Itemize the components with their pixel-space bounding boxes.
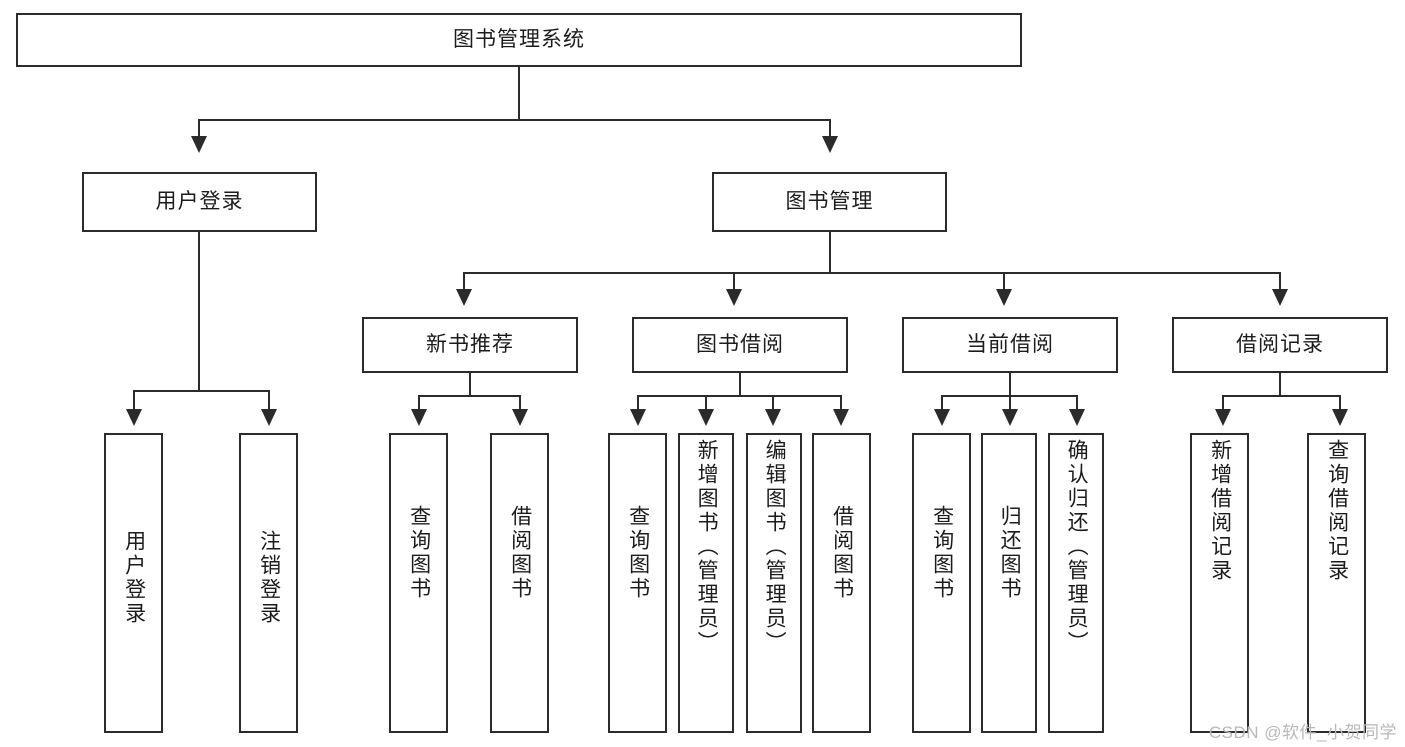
connector-current-borrow-drop-1 bbox=[941, 395, 943, 412]
arrowhead-current-borrow bbox=[996, 289, 1012, 306]
arrowhead-nb-borrow-book bbox=[512, 409, 528, 426]
node-user-login[interactable]: 用户登录 bbox=[82, 172, 317, 232]
leaf-user-login[interactable]: 用户登录 bbox=[104, 433, 163, 733]
connector-book-borrow-bus bbox=[637, 395, 842, 397]
connector-root-to-user-login bbox=[198, 119, 200, 139]
leaf-nb-query-book[interactable]: 查询图书 bbox=[389, 433, 448, 733]
arrowhead-nb-query-book bbox=[411, 409, 427, 426]
connector-new-book-bus bbox=[418, 395, 521, 397]
node-book-management[interactable]: 图书管理 bbox=[712, 172, 947, 232]
node-new-book-recommend[interactable]: 新书推荐 bbox=[362, 317, 578, 373]
connector-new-book-drop-1 bbox=[418, 395, 420, 412]
connector-user-login-drop-1 bbox=[133, 390, 135, 412]
connector-borrow-record-drop-1 bbox=[1222, 395, 1224, 412]
connector-book-borrow-stem bbox=[739, 373, 741, 395]
arrowhead-cb-return-book bbox=[1002, 409, 1018, 426]
connector-new-book-drop-2 bbox=[519, 395, 521, 412]
connector-borrow-record-stem bbox=[1279, 373, 1281, 395]
connector-current-borrow-stem bbox=[1009, 373, 1011, 395]
leaf-br-add-record[interactable]: 新增借阅记录 bbox=[1190, 433, 1249, 733]
connector-new-book-stem bbox=[469, 373, 471, 395]
connector-current-borrow-drop-2 bbox=[1009, 395, 1011, 412]
leaf-br-query-record[interactable]: 查询借阅记录 bbox=[1307, 433, 1366, 733]
connector-borrow-record-bus bbox=[1222, 395, 1341, 397]
connector-book-mgmt-drop-3 bbox=[1003, 272, 1005, 292]
leaf-bb-query-book[interactable]: 查询图书 bbox=[608, 433, 667, 733]
connector-book-borrow-drop-1 bbox=[637, 395, 639, 412]
connector-book-mgmt-stem bbox=[829, 232, 831, 272]
leaf-bb-edit-book[interactable]: 编辑图书（管理员） bbox=[746, 433, 802, 733]
leaf-logout[interactable]: 注销登录 bbox=[239, 433, 298, 733]
arrowhead-bb-borrow-book bbox=[833, 409, 849, 426]
arrowhead-leaf-logout bbox=[261, 409, 277, 426]
leaf-bb-add-book[interactable]: 新增图书（管理员） bbox=[678, 433, 734, 733]
leaf-cb-query-book[interactable]: 查询图书 bbox=[912, 433, 971, 733]
arrowhead-leaf-user-login bbox=[126, 409, 142, 426]
leaf-cb-return-book[interactable]: 归还图书 bbox=[981, 433, 1037, 733]
connector-user-login-stem bbox=[198, 232, 200, 390]
connector-book-borrow-drop-3 bbox=[772, 395, 774, 412]
leaf-nb-borrow-book[interactable]: 借阅图书 bbox=[490, 433, 549, 733]
connector-borrow-record-drop-2 bbox=[1339, 395, 1341, 412]
arrowhead-user-login bbox=[191, 136, 207, 153]
connector-book-mgmt-drop-2 bbox=[733, 272, 735, 292]
arrowhead-bb-edit-book bbox=[765, 409, 781, 426]
node-root-system[interactable]: 图书管理系统 bbox=[16, 13, 1022, 67]
arrowhead-br-add-record bbox=[1215, 409, 1231, 426]
connector-book-mgmt-drop-4 bbox=[1279, 272, 1281, 292]
leaf-cb-confirm-return[interactable]: 确认归还（管理员） bbox=[1048, 433, 1104, 733]
arrowhead-book-borrow bbox=[726, 289, 742, 306]
connector-root-to-book-mgmt bbox=[829, 119, 831, 139]
arrowhead-br-query-record bbox=[1332, 409, 1348, 426]
leaf-bb-borrow-book[interactable]: 借阅图书 bbox=[812, 433, 871, 733]
arrowhead-bb-query-book bbox=[630, 409, 646, 426]
connector-root-bus bbox=[198, 119, 830, 121]
connector-book-mgmt-drop-1 bbox=[463, 272, 465, 292]
arrowhead-cb-confirm-return bbox=[1069, 409, 1085, 426]
node-borrow-record[interactable]: 借阅记录 bbox=[1172, 317, 1388, 373]
connector-root-stem bbox=[518, 67, 520, 119]
arrowhead-bb-add-book bbox=[698, 409, 714, 426]
arrowhead-cb-query-book bbox=[934, 409, 950, 426]
arrowhead-book-mgmt bbox=[822, 136, 838, 153]
connector-user-login-bus bbox=[133, 390, 269, 392]
node-current-borrow[interactable]: 当前借阅 bbox=[902, 317, 1118, 373]
connector-current-borrow-drop-3 bbox=[1076, 395, 1078, 412]
arrowhead-borrow-record bbox=[1272, 289, 1288, 306]
connector-book-mgmt-bus bbox=[463, 272, 1280, 274]
arrowhead-new-book-recommend bbox=[456, 289, 472, 306]
csdn-watermark: CSDN @软件_小贺同学 bbox=[1208, 723, 1397, 742]
connector-book-borrow-drop-4 bbox=[840, 395, 842, 412]
connector-book-borrow-drop-2 bbox=[705, 395, 707, 412]
node-book-borrow[interactable]: 图书借阅 bbox=[632, 317, 848, 373]
connector-user-login-drop-2 bbox=[268, 390, 270, 412]
